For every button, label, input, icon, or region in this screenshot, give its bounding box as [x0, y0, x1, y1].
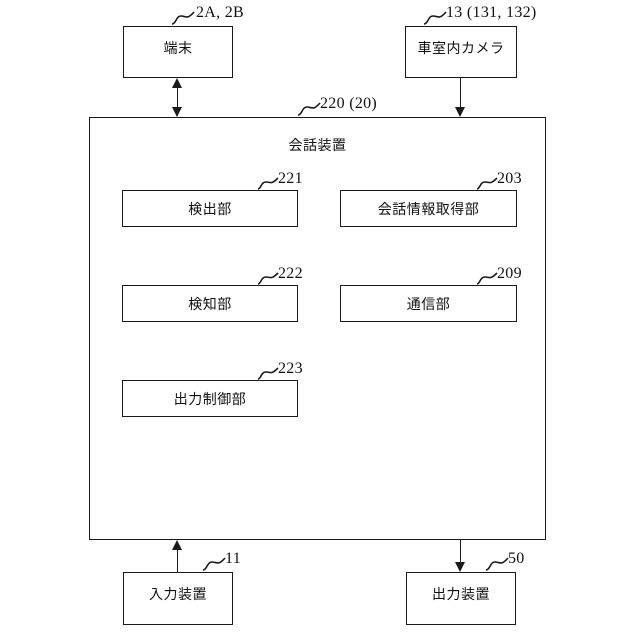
connector-terminal-arrowhead-down: [172, 107, 182, 117]
leader-squiggle-unit-detection: [257, 177, 279, 190]
leader-squiggle-unit-conversation-info: [476, 177, 498, 190]
unit-communication-label: 通信部: [406, 295, 451, 312]
block-output-device: 出力装置: [406, 572, 516, 625]
leader-squiggle-cabin-camera: [423, 11, 447, 25]
leader-squiggle-terminal: [171, 11, 195, 25]
unit-sensing: 検知部: [122, 285, 298, 322]
ref-label-terminal: 2A, 2B: [196, 4, 245, 21]
unit-detection: 検出部: [122, 190, 298, 227]
ref-label-output-device: 50: [508, 550, 525, 567]
ref-label-unit-detection: 221: [278, 170, 303, 187]
connector-terminal-line: [177, 80, 178, 116]
block-terminal-label: 端末: [163, 40, 193, 56]
ref-label-unit-sensing: 222: [278, 265, 303, 282]
unit-detection-label: 検出部: [188, 200, 232, 217]
block-cabin-camera-label: 車室内カメラ: [417, 40, 505, 56]
connector-camera-line: [460, 78, 461, 110]
leader-squiggle-unit-output-control: [257, 367, 279, 380]
leader-squiggle-unit-communication: [476, 272, 498, 285]
main-container-conversation-device: 会話装置: [89, 117, 546, 540]
ref-label-input-device: 11: [225, 550, 242, 567]
block-output-device-label: 出力装置: [432, 586, 490, 602]
leader-squiggle-input-device: [202, 557, 226, 571]
connector-input-device-line: [177, 542, 178, 572]
connector-camera-arrowhead: [455, 107, 465, 117]
unit-output-control-label: 出力制御部: [173, 390, 247, 407]
ref-label-unit-output-control: 223: [278, 360, 303, 377]
leader-squiggle-main-container: [297, 102, 321, 116]
unit-output-control: 出力制御部: [122, 380, 298, 417]
unit-communication: 通信部: [340, 285, 517, 322]
main-container-title: 会話装置: [288, 137, 347, 153]
connector-terminal-arrowhead-up: [172, 78, 182, 88]
block-cabin-camera: 車室内カメラ: [405, 26, 517, 78]
connector-output-device-line: [460, 540, 461, 562]
unit-sensing-label: 検知部: [188, 295, 232, 312]
ref-label-unit-conversation-info: 203: [497, 170, 522, 187]
leader-squiggle-output-device: [485, 557, 509, 571]
connector-output-device-arrowhead: [455, 562, 465, 572]
unit-conversation-info: 会話情報取得部: [340, 190, 517, 227]
block-terminal: 端末: [123, 26, 233, 78]
unit-conversation-info-label: 会話情報取得部: [377, 200, 480, 217]
block-input-device-label: 入力装置: [149, 586, 207, 602]
ref-label-cabin-camera: 13 (131, 132): [446, 4, 537, 21]
block-input-device: 入力装置: [123, 572, 233, 625]
connector-input-device-arrowhead: [172, 540, 182, 550]
leader-squiggle-unit-sensing: [257, 272, 279, 285]
ref-label-unit-communication: 209: [497, 265, 522, 282]
ref-label-main-container: 220 (20): [320, 95, 378, 112]
